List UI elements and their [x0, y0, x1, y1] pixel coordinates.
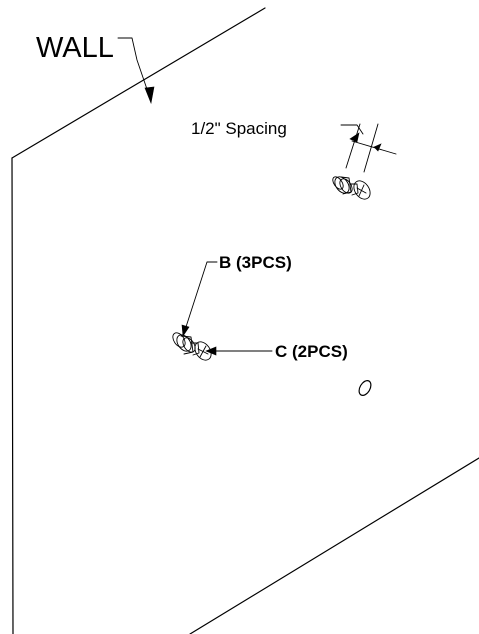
- spacing-arrowhead-left: [349, 132, 360, 143]
- part-b-leader: [181, 261, 218, 337]
- wall-outline: [11, 7, 479, 634]
- spacing-arrowhead-right: [373, 143, 382, 152]
- wall-leader-line: [117, 37, 151, 99]
- wall-leader-arrowhead: [144, 86, 155, 105]
- spacing-extension-right: [363, 123, 379, 173]
- part-c-leader: [205, 346, 273, 356]
- spacing-dimension: [340, 123, 397, 173]
- fastener-b-upper-icon: [332, 176, 353, 195]
- part-b-leader-line: [184, 261, 218, 331]
- fastener-c-lower-icon: [190, 341, 212, 361]
- mounting-hole-icon: [358, 380, 372, 396]
- spacing-dimension-line: [351, 140, 397, 155]
- fastener-lower-pair: [172, 332, 212, 361]
- wall-bottom-edge: [189, 457, 479, 634]
- wall-left-edge: [11, 157, 14, 634]
- part-c-leader-arrowhead: [205, 346, 217, 356]
- spacing-extension-left: [345, 123, 361, 169]
- part-b-leader-arrowhead: [181, 324, 190, 337]
- fastener-c-upper-icon: [349, 180, 371, 200]
- spacing-label: 1/2" Spacing: [191, 119, 287, 138]
- fastener-upper-pair: [332, 176, 371, 200]
- wall-leader: [117, 37, 155, 105]
- part-c-label: C (2PCS): [275, 342, 348, 361]
- wall-top-edge: [11, 7, 266, 159]
- part-b-label: B (3PCS): [219, 253, 292, 272]
- wall-label: WALL: [36, 32, 114, 64]
- spacing-leader-line: [340, 124, 364, 135]
- fastener-b-lower-icon: [172, 332, 196, 355]
